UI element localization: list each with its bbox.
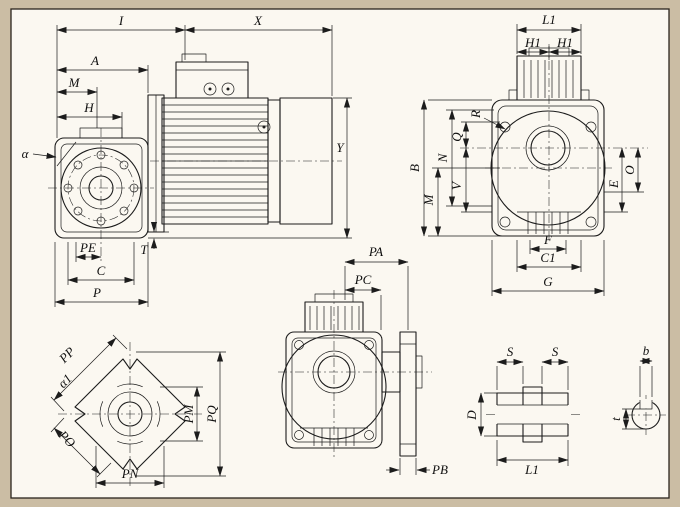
- output-dim-pa: PA: [368, 244, 383, 259]
- keyway-dim-t: t: [608, 417, 623, 421]
- side-dim-x: X: [253, 13, 263, 28]
- motor-fins: [162, 104, 268, 218]
- front-dim-e: E: [606, 180, 621, 189]
- side-dim-p: P: [92, 285, 101, 300]
- output-dim-pb: PB: [431, 462, 448, 477]
- front-dim-v: V: [449, 180, 464, 190]
- shaft-dim-d: D: [464, 410, 479, 421]
- output-view-dimensions: PA PC PB: [344, 244, 448, 477]
- corner-bolt-holes: [294, 340, 374, 440]
- side-dim-h: H: [83, 100, 94, 115]
- shaft-dim-s-right: S: [552, 344, 559, 359]
- cable-gland: [221, 82, 235, 96]
- output-view: PA PC PB: [278, 244, 448, 477]
- front-dim-f: F: [543, 232, 553, 247]
- input-fins: [523, 60, 574, 98]
- front-view: L1 H1 H1 R B N Q M V E O F C1 G: [407, 12, 648, 296]
- front-dim-h1-right: H1: [556, 35, 573, 50]
- front-dim-h1-left: H1: [524, 35, 541, 50]
- side-dim-a: A: [90, 53, 99, 68]
- front-dim-g: G: [543, 274, 553, 289]
- side-view-geometry: [48, 53, 342, 264]
- output-flange: [60, 147, 142, 229]
- front-dim-q: Q: [449, 132, 464, 142]
- motor-rear-housing: [279, 97, 333, 225]
- side-view-dimensions: I X A M H α Y PE T C P: [22, 13, 352, 307]
- side-dim-pe: PE: [79, 240, 96, 255]
- drawing-sheet: [10, 8, 670, 499]
- front-dim-c1: C1: [540, 250, 555, 265]
- output-view-geometry: [278, 290, 432, 460]
- shaft-section-dimensions: S S D L1: [464, 344, 569, 477]
- hollow-output-bore: [530, 130, 566, 166]
- side-dim-t: T: [140, 242, 148, 257]
- front-dim-n: N: [435, 152, 450, 163]
- flange-view-geometry: [58, 342, 202, 486]
- front-dim-l1: L1: [541, 12, 556, 27]
- side-dim-y: Y: [336, 140, 345, 155]
- side-dim-m: M: [68, 75, 81, 90]
- flange-dim-pq: PQ: [204, 405, 219, 424]
- bolt-holes: [63, 150, 139, 226]
- side-dim-i: I: [118, 13, 124, 28]
- hollow-bore: [317, 355, 351, 389]
- output-bore: [88, 175, 114, 201]
- flange-bore: [117, 401, 143, 427]
- output-flange-plate: [399, 331, 417, 457]
- flange-dim-pm: PM: [181, 403, 196, 424]
- keyway-slot: [639, 400, 653, 410]
- side-dim-alpha: α: [22, 146, 30, 161]
- output-dim-pc: PC: [354, 272, 372, 287]
- lifting-eye: [257, 120, 271, 134]
- side-dim-c: C: [97, 263, 106, 278]
- shaft-dim-s-left: S: [507, 344, 514, 359]
- mount-flange-circle: [281, 334, 387, 440]
- clamp-slots: [99, 383, 161, 445]
- front-dim-m: M: [421, 193, 436, 206]
- through-bore: [497, 404, 568, 425]
- shaft-section-geometry: [486, 386, 580, 443]
- front-view-dimensions: L1 H1 H1 R B N Q M V E O F C1 G: [407, 12, 644, 296]
- flange-outline: [74, 358, 186, 470]
- side-view: I X A M H α Y PE T C P: [22, 13, 352, 307]
- flange-dim-pn: PN: [121, 466, 140, 481]
- front-dim-o: O: [622, 165, 637, 175]
- keyway-dim-b: b: [643, 343, 650, 358]
- bottom-ribs: [517, 211, 581, 234]
- front-dim-b: B: [407, 164, 422, 172]
- shaft-detail-view: S S D L1 b t: [464, 343, 666, 477]
- cable-gland: [203, 82, 217, 96]
- shaft-dim-l1: L1: [524, 462, 539, 477]
- terminal-box: [175, 61, 249, 99]
- front-dim-r: R: [468, 110, 483, 119]
- keyway-dimensions: b t: [608, 343, 653, 430]
